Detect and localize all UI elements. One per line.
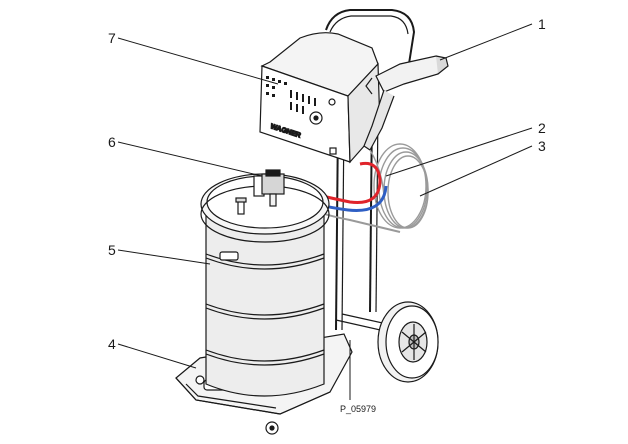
callout-3: 3 bbox=[538, 138, 546, 154]
leader-lines bbox=[117, 23, 533, 400]
control-unit: WAGNER bbox=[259, 32, 381, 164]
callout-7: 7 bbox=[108, 30, 116, 46]
callout-5: 5 bbox=[108, 242, 116, 258]
callout-4: 4 bbox=[108, 336, 116, 352]
callout-1: 1 bbox=[538, 16, 546, 32]
callout-2: 2 bbox=[538, 120, 546, 136]
powder-injector bbox=[261, 169, 285, 207]
drawing-code: P_05979 bbox=[340, 404, 376, 414]
wheel bbox=[377, 301, 439, 383]
spray-gun bbox=[363, 55, 449, 151]
powder-container bbox=[200, 173, 330, 397]
callout-6: 6 bbox=[108, 134, 116, 150]
